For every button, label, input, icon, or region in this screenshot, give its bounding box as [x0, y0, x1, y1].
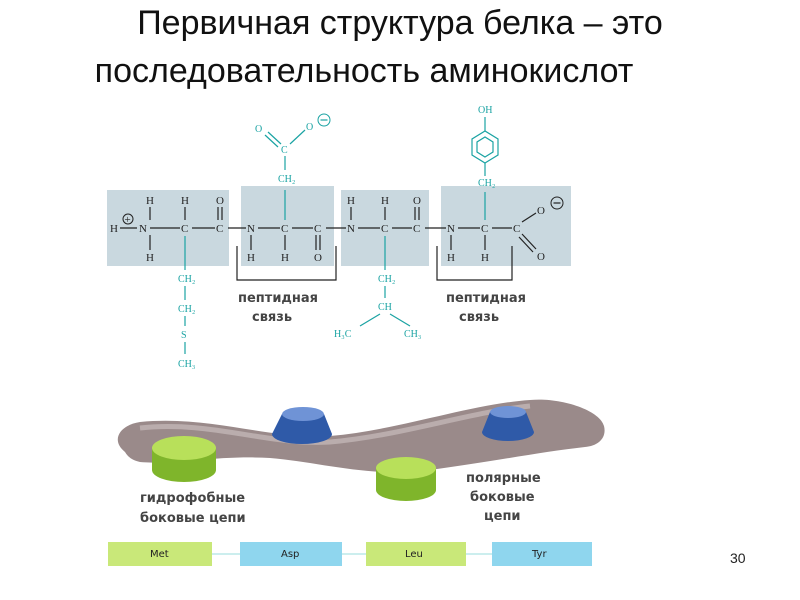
- backbone: H + N H H C H C O N H C H C O N H C: [110, 195, 564, 264]
- seq-box-leu: [366, 542, 466, 566]
- svg-text:H: H: [247, 252, 255, 264]
- svg-text:H: H: [347, 195, 355, 207]
- svg-text:H: H: [146, 195, 154, 207]
- polar-label-3: цепи: [484, 509, 521, 524]
- svg-text:+: +: [125, 214, 131, 226]
- svg-text:CH₂: CH₂: [178, 274, 195, 285]
- svg-text:H: H: [447, 252, 455, 264]
- seq-label-leu: Leu: [405, 549, 423, 560]
- seq-box-met: [108, 542, 212, 566]
- hydrophobic-label-2: боковые цепи: [140, 511, 246, 526]
- svg-text:N: N: [247, 223, 255, 235]
- peptide-bond-label-1b: связь: [252, 310, 292, 325]
- svg-text:C: C: [181, 223, 188, 235]
- svg-text:C: C: [513, 223, 520, 235]
- svg-text:S: S: [181, 330, 187, 341]
- svg-text:C: C: [216, 223, 223, 235]
- svg-text:CH₂: CH₂: [378, 274, 395, 285]
- peptide-bond-label-2b: связь: [459, 310, 499, 325]
- hydrophobic-disk-2: [376, 457, 436, 501]
- seq-label-tyr: Tyr: [531, 549, 547, 560]
- hydrophobic-disk-1: [152, 436, 216, 482]
- svg-text:H: H: [281, 252, 289, 264]
- seq-box-asp: [240, 542, 342, 566]
- polar-disk-2: [482, 406, 534, 441]
- slide-number: 30: [730, 550, 746, 566]
- svg-text:O: O: [537, 205, 545, 217]
- svg-text:H: H: [481, 252, 489, 264]
- svg-text:N: N: [347, 223, 355, 235]
- svg-text:CH₂: CH₂: [478, 178, 495, 189]
- svg-text:H₃C: H₃C: [334, 329, 352, 340]
- svg-text:H: H: [110, 223, 118, 235]
- svg-text:C: C: [281, 223, 288, 235]
- sequence-bar: Met Asp Leu Tyr: [108, 542, 592, 566]
- svg-text:H: H: [146, 252, 154, 264]
- leu-side-chain: CH₂ CH H₃C CH₃: [334, 236, 421, 340]
- tyr-side-chain: CH₂ OH: [471, 105, 499, 220]
- svg-text:CH: CH: [378, 302, 392, 313]
- seq-box-tyr: [492, 542, 592, 566]
- peptide-bond-label-1a: пептидная: [238, 291, 318, 306]
- tube-model: [117, 399, 605, 473]
- seq-label-met: Met: [150, 549, 169, 560]
- asp-side-chain: CH₂ C O O: [255, 113, 331, 220]
- svg-text:N: N: [447, 223, 455, 235]
- hydrophobic-label-1: гидрофобные: [140, 491, 245, 506]
- met-side-chain: CH₂ CH₂ S CH₃: [178, 236, 195, 370]
- svg-text:C: C: [381, 223, 388, 235]
- svg-text:CH₂: CH₂: [178, 304, 195, 315]
- polar-label-1: полярные: [466, 471, 541, 486]
- slide-title-line1: Первичная структура белка – это: [137, 4, 663, 42]
- svg-text:CH₂: CH₂: [278, 174, 295, 185]
- svg-text:O: O: [413, 195, 421, 207]
- residue-backgrounds: [107, 186, 571, 266]
- svg-text:C: C: [413, 223, 420, 235]
- svg-text:C: C: [281, 145, 288, 156]
- svg-text:O: O: [306, 122, 313, 133]
- svg-text:CH₃: CH₃: [178, 359, 195, 370]
- svg-text:O: O: [537, 251, 545, 263]
- svg-text:O: O: [255, 124, 262, 135]
- seq-label-asp: Asp: [281, 549, 299, 560]
- svg-text:H: H: [381, 195, 389, 207]
- svg-text:OH: OH: [478, 105, 492, 116]
- svg-text:C: C: [314, 223, 321, 235]
- svg-text:C: C: [481, 223, 488, 235]
- svg-text:CH₃: CH₃: [404, 329, 421, 340]
- peptide-bond-brackets: [236, 246, 513, 281]
- svg-text:O: O: [216, 195, 224, 207]
- polar-disk-1: [272, 407, 332, 444]
- svg-text:O: O: [314, 252, 322, 264]
- svg-text:N: N: [139, 223, 147, 235]
- svg-text:H: H: [181, 195, 189, 207]
- peptide-bond-label-2a: пептидная: [446, 291, 526, 306]
- polar-label-2: боковые: [470, 490, 535, 505]
- slide-title-line2: последовательность аминокислот: [94, 52, 634, 90]
